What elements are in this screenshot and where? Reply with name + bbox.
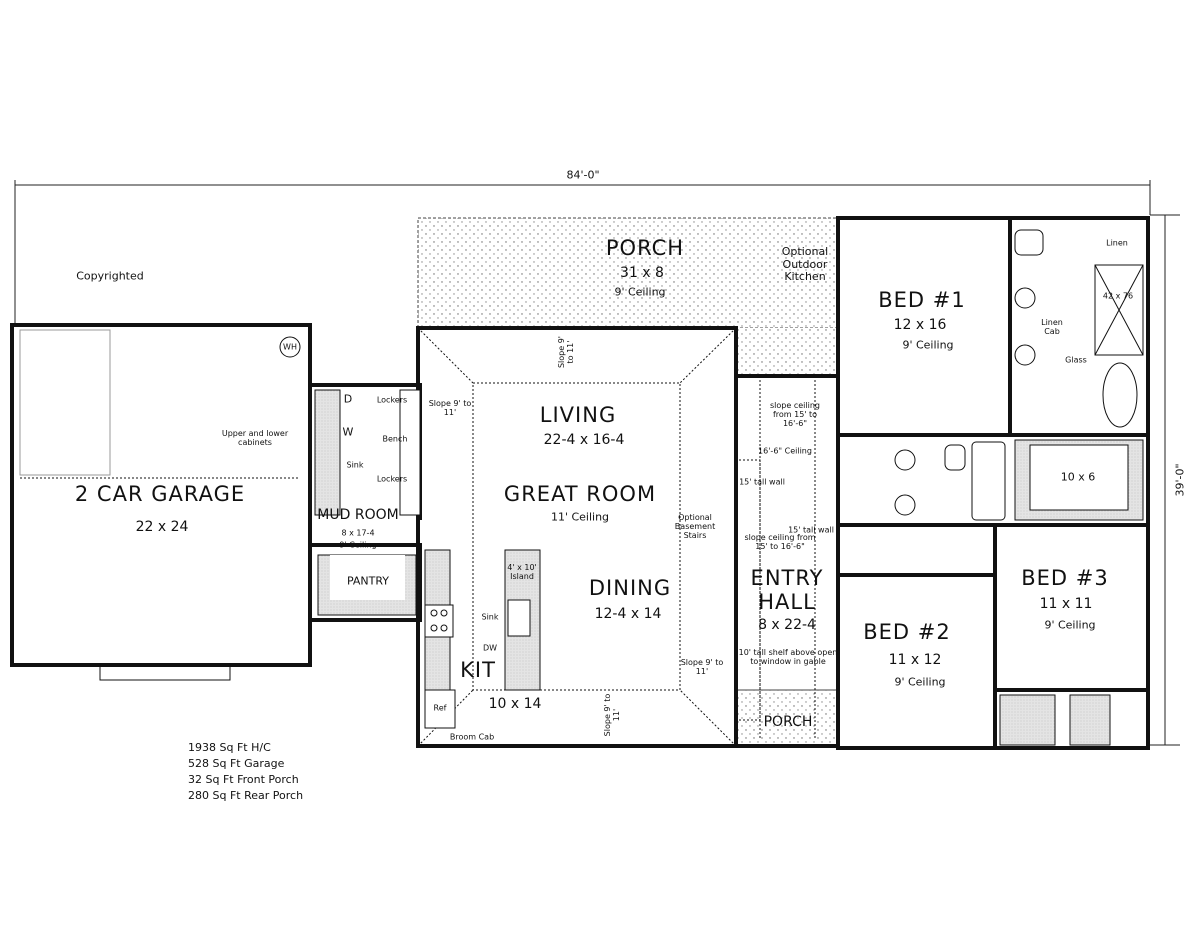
outdoor-kitchen-label: Optional Outdoor Kitchen — [781, 245, 829, 284]
bed2-ceiling: 9' Ceiling — [894, 675, 946, 689]
bed3-size: 11 x 11 — [1039, 595, 1093, 612]
island-label: 4' x 10' Island — [507, 562, 537, 581]
dishwasher-label: DW — [482, 643, 498, 653]
basement-stairs-note: Optional Basement Stairs — [674, 513, 716, 541]
shelf-note: 10' tall shelf above open to window in g… — [738, 647, 838, 666]
bench-label: Bench — [382, 434, 408, 444]
living-name: LIVING — [539, 402, 617, 427]
water-heater-label: WH — [283, 342, 297, 352]
linen-cab-label: Linen Cab — [1041, 317, 1063, 336]
great-room-ceiling: 11' Ceiling — [550, 510, 610, 524]
kitchen-sink-label: Sink — [481, 612, 499, 622]
mud-sink-label: Sink — [346, 460, 364, 470]
linen-label: Linen — [1106, 238, 1128, 248]
washer-label: W — [342, 425, 354, 439]
walls — [10, 216, 1150, 750]
kitchen-size: 10 x 14 — [488, 695, 542, 712]
bed2-name: BED #2 — [863, 619, 951, 644]
bed3-name: BED #3 — [1021, 565, 1109, 590]
dimension-lines — [14, 180, 1180, 746]
bed1-name: BED #1 — [878, 287, 966, 312]
ref-label: Ref — [433, 703, 447, 713]
mud-room-name: MUD ROOM — [317, 506, 399, 523]
mud-room-ceiling: 9' Ceiling — [339, 540, 377, 550]
bed3-ceiling: 9' Ceiling — [1044, 618, 1096, 632]
slope-note-right: Slope 9' to 11' — [680, 657, 724, 676]
rear-porch — [417, 217, 839, 329]
entry-hall-name: ENTRY HALL — [750, 565, 824, 614]
garage-size: 22 x 24 — [135, 518, 189, 535]
lockers-label-2: Lockers — [376, 474, 408, 484]
width-dimension: 84'-0" — [566, 168, 600, 182]
cabinets-note: Upper and lower cabinets — [221, 428, 289, 447]
shower-size: 42 x 76 — [1102, 291, 1134, 301]
depth-dimension: 39'-0" — [1173, 463, 1187, 497]
great-room-name: GREAT ROOM — [503, 481, 657, 506]
copyright-label: Copyrighted — [76, 269, 144, 283]
rear-porch-size: 31 x 8 — [620, 264, 664, 281]
front-porch-name: PORCH — [763, 713, 813, 730]
dining-size: 12-4 x 14 — [594, 605, 662, 622]
pantry-name: PANTRY — [346, 574, 390, 588]
dining-name: DINING — [588, 575, 672, 600]
area-front-porch: 32 Sq Ft Front Porch — [188, 773, 299, 786]
dryer-label: D — [343, 392, 353, 406]
area-garage: 528 Sq Ft Garage — [188, 757, 285, 770]
bed2-size: 11 x 12 — [888, 651, 942, 668]
slope-ceiling-note-mid: slope ceiling from 15' to 16'-6" — [744, 532, 816, 551]
tall-wall-note-2: 15' tall wall — [788, 525, 834, 535]
glass-label: Glass — [1065, 355, 1087, 365]
living-size: 22-4 x 16-4 — [543, 431, 625, 448]
slope-note-bottom: Slope 9' to 11' — [602, 693, 621, 737]
tall-wall-note-1: 15' tall wall — [739, 477, 785, 487]
slope-note-top: Slope 9' to 11' — [556, 335, 575, 369]
entry-ceiling: 16'-6" Ceiling — [758, 446, 812, 456]
bed1-size: 12 x 16 — [893, 316, 947, 333]
area-rear-porch: 280 Sq Ft Rear Porch — [188, 789, 304, 802]
slope-note-left: Slope 9' to 11' — [428, 398, 472, 417]
entry-hall-size: 8 x 22-4 — [758, 616, 816, 633]
slope-ceiling-note-top: slope ceiling from 15' to 16'-6" — [770, 401, 820, 429]
garage-name: 2 CAR GARAGE — [74, 481, 246, 506]
closet-size: 10 x 6 — [1060, 470, 1096, 484]
area-hc: 1938 Sq Ft H/C — [188, 741, 271, 754]
kitchen-name: KIT — [460, 657, 496, 682]
mud-room-size: 8 x 17-4 — [341, 528, 375, 538]
bed1-ceiling: 9' Ceiling — [902, 338, 954, 352]
lockers-label: Lockers — [376, 395, 408, 405]
rear-porch-name: PORCH — [605, 235, 685, 260]
rear-porch-ceiling: 9' Ceiling — [614, 285, 666, 299]
broom-cab-label: Broom Cab — [449, 732, 495, 742]
